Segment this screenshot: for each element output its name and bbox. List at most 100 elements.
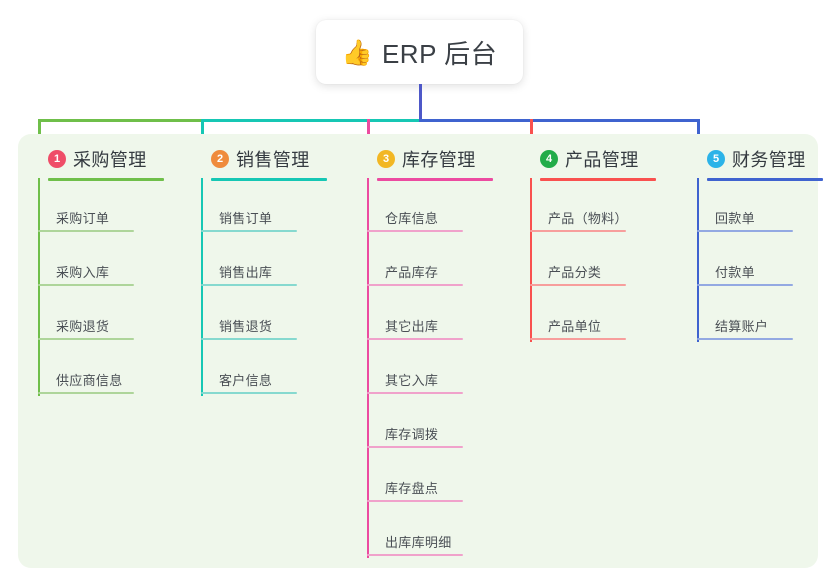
branch-leaf-item[interactable]: 产品（物料）	[530, 206, 628, 232]
branch-leaf-label: 仓库信息	[385, 211, 439, 226]
branch-drop-line-4	[530, 119, 533, 148]
branch-header-rule	[211, 178, 327, 181]
root-node-label: ERP 后台	[381, 38, 498, 69]
branch-header-rule	[707, 178, 823, 181]
branch-spine	[530, 178, 532, 342]
branch-leaf-rule	[530, 284, 626, 286]
branch-leaf-rule	[530, 230, 626, 232]
branch-spine	[201, 178, 203, 396]
branch-leaf-label: 结算账户	[715, 319, 769, 334]
branch-title: 财务管理	[732, 150, 806, 170]
branch-leaf-rule	[38, 284, 134, 286]
branch-leaf-label: 客户信息	[219, 373, 273, 388]
branch-number-badge: 5	[707, 150, 725, 168]
branch-leaf-item[interactable]: 仓库信息	[367, 206, 463, 232]
branch-leaf-item[interactable]: 销售订单	[201, 206, 297, 232]
branch-leaf-item[interactable]: 其它入库	[367, 368, 463, 394]
bus-segment-2	[201, 119, 421, 122]
branch-leaf-label: 销售订单	[219, 211, 273, 226]
branch-leaf-label: 库存盘点	[385, 481, 439, 496]
branch-leaf-item[interactable]: 采购退货	[38, 314, 134, 340]
branch-leaf-label: 产品（物料）	[548, 211, 628, 226]
branch-leaf-item[interactable]: 客户信息	[201, 368, 297, 394]
branch-header-1[interactable]: 1 采购管理	[48, 146, 147, 172]
branch-leaf-label: 其它入库	[385, 373, 439, 388]
branch-leaf-label: 销售退货	[219, 319, 273, 334]
branch-leaf-label: 出库库明细	[385, 535, 452, 550]
branch-header-2[interactable]: 2 销售管理	[211, 146, 310, 172]
branch-leaf-rule	[201, 230, 297, 232]
branch-spine	[367, 178, 369, 558]
branch-number-badge: 4	[540, 150, 558, 168]
branch-leaf-rule	[367, 338, 463, 340]
branch-drop-line-1	[38, 119, 41, 148]
branch-header-5[interactable]: 5 财务管理	[707, 146, 806, 172]
branch-header-rule	[540, 178, 656, 181]
branch-leaf-rule	[530, 338, 626, 340]
branch-header-rule	[377, 178, 493, 181]
branch-leaf-rule	[367, 230, 463, 232]
branch-leaf-rule	[38, 338, 134, 340]
branch-leaf-item[interactable]: 出库库明细	[367, 530, 463, 556]
branch-leaf-item[interactable]: 产品单位	[530, 314, 626, 340]
branch-leaf-rule	[38, 230, 134, 232]
branch-leaf-item[interactable]: 采购入库	[38, 260, 134, 286]
branch-leaf-label: 付款单	[715, 265, 755, 280]
branch-number-badge: 3	[377, 150, 395, 168]
branch-spine	[38, 178, 40, 396]
branch-leaf-rule	[697, 284, 793, 286]
root-trunk-line	[419, 84, 422, 122]
branch-leaf-item[interactable]: 供应商信息	[38, 368, 134, 394]
bus-segment-1	[38, 119, 203, 122]
branch-leaf-label: 采购退货	[56, 319, 110, 334]
branch-leaf-item[interactable]: 产品分类	[530, 260, 626, 286]
branch-spine	[697, 178, 699, 342]
branch-leaf-label: 供应商信息	[56, 373, 123, 388]
branch-leaf-rule	[201, 338, 297, 340]
thumbs-up-icon: 👍	[341, 37, 373, 67]
branch-drop-line-3	[367, 119, 370, 148]
branch-number-badge: 2	[211, 150, 229, 168]
bus-segment-3	[419, 119, 700, 122]
branch-leaf-label: 产品库存	[385, 265, 439, 280]
branch-leaf-rule	[697, 230, 793, 232]
branch-leaf-item[interactable]: 产品库存	[367, 260, 463, 286]
branch-leaf-label: 销售出库	[219, 265, 273, 280]
branch-leaf-rule	[367, 284, 463, 286]
branch-title: 产品管理	[565, 150, 639, 170]
branch-leaf-rule	[367, 500, 463, 502]
branch-leaf-rule	[38, 392, 134, 394]
branch-leaf-label: 产品分类	[548, 265, 602, 280]
branch-leaf-rule	[367, 446, 463, 448]
branch-number-badge: 1	[48, 150, 66, 168]
branch-title: 库存管理	[402, 150, 476, 170]
branch-leaf-item[interactable]: 付款单	[697, 260, 793, 286]
branch-leaf-item[interactable]: 销售退货	[201, 314, 297, 340]
branch-leaf-item[interactable]: 销售出库	[201, 260, 297, 286]
branch-leaf-rule	[697, 338, 793, 340]
branches-panel	[18, 134, 818, 568]
branch-leaf-label: 采购订单	[56, 211, 110, 226]
branch-leaf-rule	[367, 392, 463, 394]
branch-header-4[interactable]: 4 产品管理	[540, 146, 639, 172]
branch-leaf-rule	[201, 392, 297, 394]
branch-leaf-label: 产品单位	[548, 319, 602, 334]
branch-leaf-label: 库存调拨	[385, 427, 439, 442]
branch-leaf-item[interactable]: 回款单	[697, 206, 793, 232]
branch-title: 销售管理	[236, 150, 310, 170]
root-node[interactable]: 👍 ERP 后台	[316, 20, 523, 84]
branch-leaf-item[interactable]: 结算账户	[697, 314, 793, 340]
branch-leaf-item[interactable]: 库存调拨	[367, 422, 463, 448]
branch-title: 采购管理	[73, 150, 147, 170]
branch-leaf-label: 其它出库	[385, 319, 439, 334]
branch-drop-line-2	[201, 119, 204, 148]
branch-leaf-rule	[367, 554, 463, 556]
branch-drop-line-5	[697, 119, 700, 148]
branch-leaf-item[interactable]: 库存盘点	[367, 476, 463, 502]
branch-header-3[interactable]: 3 库存管理	[377, 146, 476, 172]
branch-leaf-rule	[201, 284, 297, 286]
branch-leaf-item[interactable]: 采购订单	[38, 206, 134, 232]
branch-leaf-item[interactable]: 其它出库	[367, 314, 463, 340]
branch-leaf-label: 采购入库	[56, 265, 110, 280]
